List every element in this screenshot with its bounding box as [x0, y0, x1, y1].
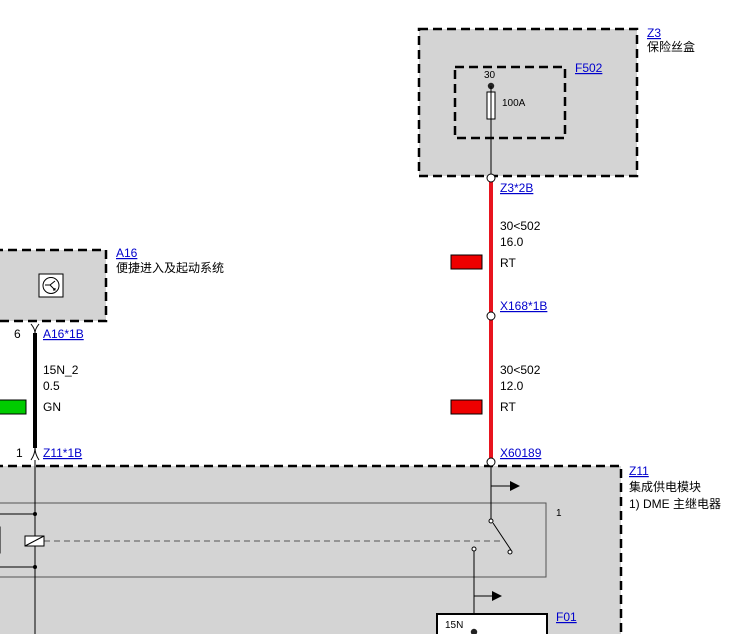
z11-1b-pin: 1 — [16, 446, 23, 460]
z3-ref-link[interactable]: Z3 — [647, 26, 661, 40]
connector-z11-1b-fork — [30, 447, 40, 461]
a16-ref-link[interactable]: A16 — [116, 246, 138, 260]
wire2-circuit: 30<502 — [500, 363, 541, 377]
wire2-gauge: 12.0 — [500, 379, 524, 393]
wire3-circuit: 15N_2 — [43, 363, 79, 377]
relay-pin-label: 1 — [556, 508, 562, 519]
z11-ref-link[interactable]: Z11 — [629, 464, 649, 478]
f502-rating: 100A — [502, 98, 526, 109]
dme-relay-frame — [0, 502, 547, 578]
a16-name: 便捷进入及起动系统 — [116, 261, 224, 275]
connector-z3-2b — [486, 173, 496, 183]
wire2-color-swatch — [450, 399, 483, 415]
connector-x60189-link[interactable]: X60189 — [500, 446, 542, 460]
f01-pin-label: 15N — [445, 620, 463, 631]
a16-1b-pin: 6 — [14, 327, 21, 341]
wire1-gauge: 16.0 — [500, 235, 524, 249]
connector-a16-1b-link[interactable]: A16*1B — [43, 327, 84, 341]
wire1-circuit: 30<502 — [500, 219, 541, 233]
wire3-gauge: 0.5 — [43, 379, 60, 393]
wire3-color-swatch — [0, 399, 27, 415]
z3-fuse-box — [417, 27, 639, 178]
relay-contact-upper — [488, 518, 494, 524]
z3-name: 保险丝盒 — [647, 39, 695, 54]
relay-contact-lower — [507, 549, 513, 555]
z11-name: 集成供电模块 — [629, 479, 701, 494]
a16-module-box — [0, 248, 108, 323]
f01-terminal — [470, 628, 478, 634]
f01-fuse-frame — [436, 613, 548, 634]
f01-ref-link[interactable]: F01 — [556, 610, 577, 624]
z11-module-box — [0, 464, 623, 634]
f502-ref-link[interactable]: F502 — [575, 61, 603, 75]
connector-z3-2b-link[interactable]: Z3*2B — [500, 181, 533, 195]
wire1-color: RT — [500, 256, 516, 270]
wire1-color-swatch — [450, 254, 483, 270]
connector-x168-1b — [486, 311, 496, 321]
f502-pin-label: 30 — [484, 70, 496, 81]
signal-arrow-top-icon — [510, 481, 520, 491]
relay-output-contact — [471, 546, 477, 552]
connector-a16-1b-fork — [30, 323, 40, 334]
connector-x60189 — [486, 457, 496, 467]
wire3-color: GN — [43, 400, 61, 414]
relay-coil-icon — [24, 535, 45, 547]
signal-arrow-bottom-icon — [492, 591, 502, 601]
relay-switch-blade — [492, 522, 512, 551]
control-unit-icon — [38, 273, 64, 298]
connector-x168-1b-link[interactable]: X168*1B — [500, 299, 547, 313]
f502-fuse-frame — [453, 65, 567, 140]
connector-z11-1b-link[interactable]: Z11*1B — [43, 446, 82, 460]
wire2-color: RT — [500, 400, 516, 414]
z11-note: 1) DME 主继电器 — [629, 497, 721, 511]
